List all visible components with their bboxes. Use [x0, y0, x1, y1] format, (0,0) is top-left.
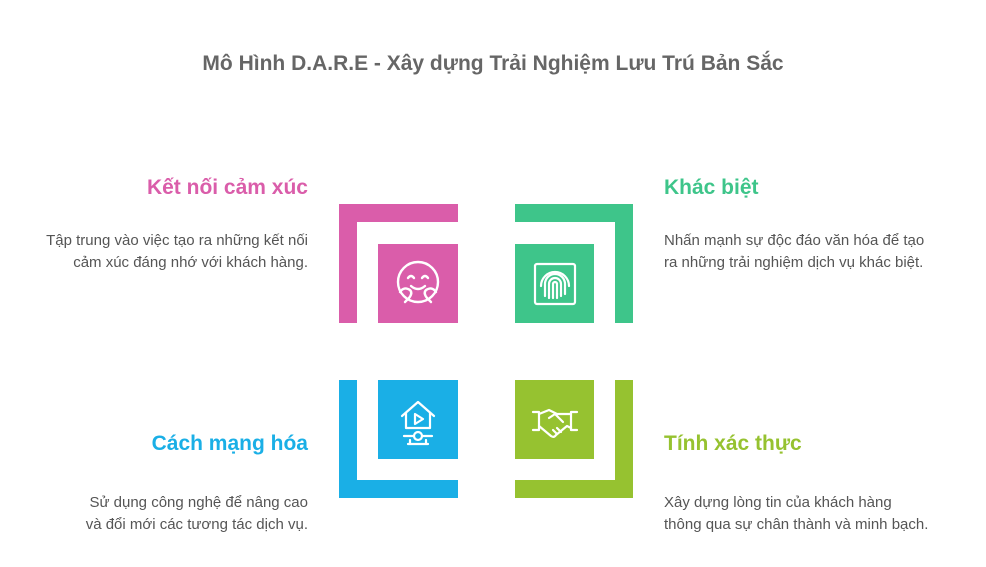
desc-differentiation-line2: ra những trải nghiệm dịch vụ khác biệt. [664, 254, 924, 271]
desc-differentiation: Nhấn mạnh sự độc đáo văn hóa để tạo ra n… [664, 230, 924, 274]
desc-authenticity-line1: Xây dựng lòng tin của khách hàng [664, 494, 892, 511]
desc-emotional-connection-line1: Tập trung vào việc tạo ra những kết nối [46, 232, 308, 249]
desc-emotional-connection: Tập trung vào việc tạo ra những kết nối … [46, 230, 308, 274]
fingerprint-icon [533, 262, 576, 305]
desc-revolutionize-line2: và đổi mới các tương tác dịch vụ. [85, 516, 308, 533]
diagram-title: Mô Hình D.A.R.E - Xây dựng Trải Nghiệm L… [202, 52, 784, 75]
desc-emotional-connection-line2: cảm xúc đáng nhớ với khách hàng. [73, 254, 308, 271]
desc-differentiation-line1: Nhấn mạnh sự độc đáo văn hóa để tạo [664, 232, 925, 249]
handshake-icon [531, 408, 578, 438]
desc-revolutionize-line1: Sử dụng công nghệ để nâng cao [89, 494, 308, 511]
tile-revolutionize [378, 380, 458, 459]
tile-emotional-connection [378, 244, 458, 323]
desc-authenticity: Xây dựng lòng tin của khách hàng thông q… [664, 492, 928, 536]
hugging-face-icon [396, 260, 440, 303]
heading-authenticity: Tính xác thực [664, 432, 802, 455]
heading-revolutionize: Cách mạng hóa [151, 432, 308, 455]
desc-authenticity-line2: thông qua sự chân thành và minh bạch. [664, 516, 929, 533]
smart-home-icon [400, 400, 436, 445]
tile-differentiation [515, 244, 594, 323]
desc-revolutionize: Sử dụng công nghệ để nâng cao và đổi mới… [86, 492, 308, 536]
tile-authenticity [515, 380, 594, 459]
heading-differentiation: Khác biệt [664, 176, 759, 199]
heading-emotional-connection: Kết nối cảm xúc [146, 176, 308, 199]
